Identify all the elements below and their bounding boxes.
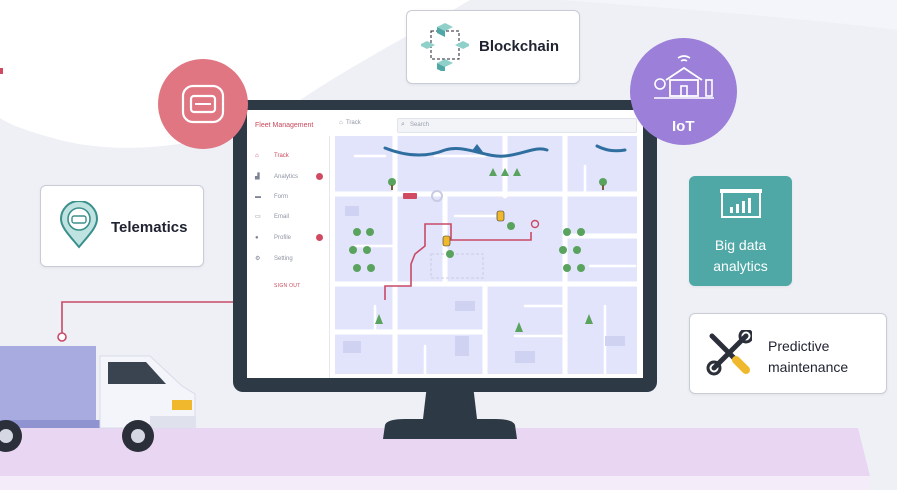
monitor-stand — [383, 385, 517, 439]
app-title: Fleet Management — [255, 122, 314, 129]
location-car-icon — [59, 201, 99, 249]
breadcrumb: ⌂ Track — [339, 120, 361, 126]
iot-circle: IoT — [630, 38, 737, 145]
email-icon: ▭ — [255, 214, 261, 220]
sidebar-item-email[interactable]: ▭ Email — [255, 214, 290, 220]
sidebar-item-profile[interactable]: ● Profile — [253, 234, 325, 246]
bar-chart-icon — [720, 189, 762, 218]
fleet-map[interactable] — [332, 133, 640, 377]
map-graphic — [332, 133, 640, 377]
settings-icon: ⚙ — [255, 256, 261, 262]
notification-badge — [316, 173, 323, 180]
sidebar-item-analytics[interactable]: ▟ Analytics — [253, 173, 325, 185]
sidebar-item-track[interactable]: ⌂ Track — [255, 153, 289, 159]
smart-home-icon — [654, 55, 714, 99]
monitor-screen: Fleet Management ⌂ Track ▟ Analytics ▬ F… — [247, 110, 643, 378]
app-topbar: ⌂ Track ⌕ Search — [329, 110, 643, 136]
search-icon: ⌕ — [401, 121, 405, 128]
edge-mark — [0, 68, 3, 74]
wrench-screwdriver-icon — [706, 330, 752, 376]
app-sidebar: Fleet Management ⌂ Track ▟ Analytics ▬ F… — [247, 110, 330, 378]
sidebar-item-setting[interactable]: ⚙ Setting — [255, 256, 293, 262]
notification-badge — [316, 234, 323, 241]
blockchain-icon — [421, 23, 469, 71]
delivery-truck — [0, 346, 196, 452]
form-icon: ▬ — [255, 194, 261, 200]
home-icon: ⌂ — [339, 120, 343, 126]
predictive-maintenance-card: Predictive maintenance — [689, 313, 887, 394]
user-icon: ● — [255, 235, 259, 241]
home-icon: ⌂ — [255, 153, 259, 159]
blockchain-label: Blockchain — [479, 38, 560, 55]
car-interior-icon — [181, 84, 225, 124]
search-input[interactable]: ⌕ Search — [397, 118, 637, 133]
connected-car-circle — [158, 59, 248, 149]
predictive-label: Predictive maintenance — [768, 338, 849, 375]
blockchain-card: Blockchain — [406, 10, 580, 84]
telematics-label: Telematics — [111, 219, 188, 236]
big-data-label: Big data analytics — [713, 237, 768, 274]
big-data-card: Big data analytics — [689, 176, 792, 286]
sidebar-item-form[interactable]: ▬ Form — [255, 194, 288, 200]
telematics-card: Telematics — [40, 185, 204, 267]
iot-label: IoT — [672, 118, 695, 135]
analytics-icon: ▟ — [255, 174, 260, 180]
sign-out-link[interactable]: SIGN OUT — [274, 283, 301, 289]
floor-platform — [0, 428, 870, 490]
